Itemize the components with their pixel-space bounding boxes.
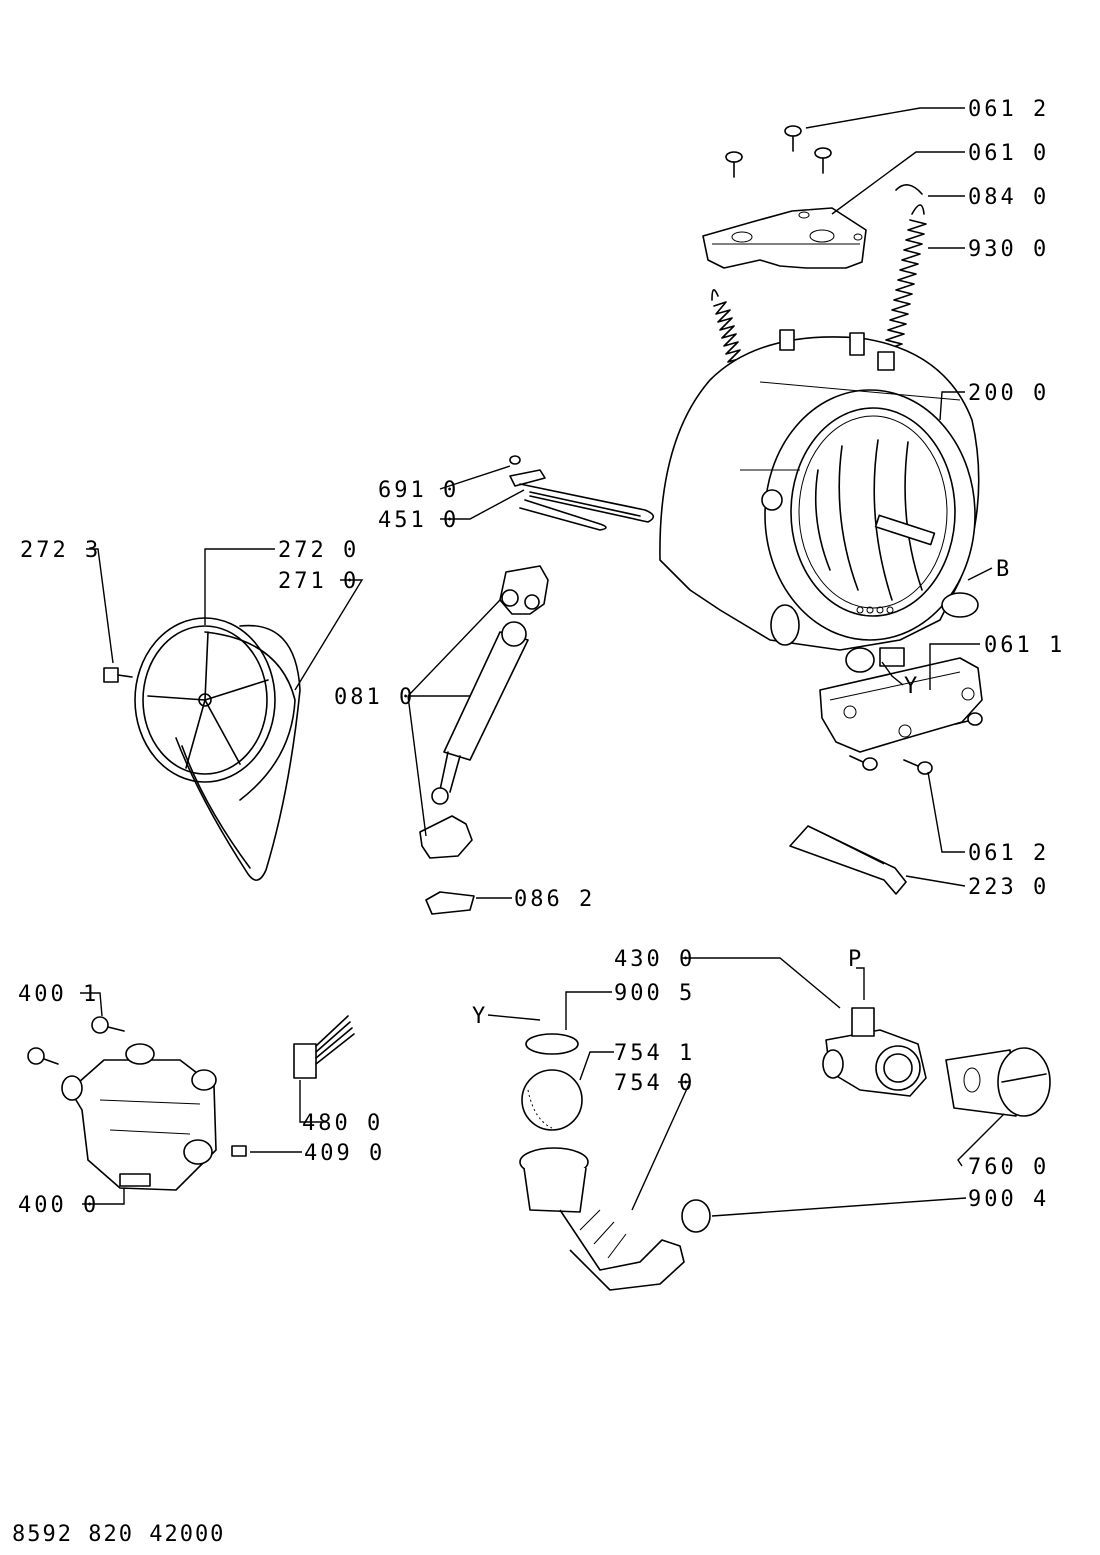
heater-element — [509, 455, 655, 531]
screw-front-2 — [849, 755, 878, 771]
label-0612-bottom: 061 2 — [968, 841, 1049, 866]
spring-right — [881, 204, 927, 361]
label-7600: 760 0 — [968, 1155, 1049, 1180]
screw-top-3 — [814, 147, 832, 174]
label-4001: 400 1 — [18, 982, 99, 1007]
screw-top-2 — [725, 151, 743, 178]
screw-top-1 — [784, 125, 802, 152]
counterweight-top — [702, 207, 867, 269]
sump-hose — [519, 1147, 685, 1291]
label-9005: 900 5 — [614, 981, 695, 1006]
label-2230: 223 0 — [968, 875, 1049, 900]
counterweight-front — [819, 657, 983, 753]
drain-pump — [822, 1007, 927, 1097]
label-0840: 084 0 — [968, 185, 1049, 210]
hook-part — [895, 184, 923, 195]
leader-lines — [80, 107, 1005, 1217]
pulley-bolt — [103, 667, 133, 683]
motor-bolt-1 — [91, 1016, 125, 1034]
drive-belt — [175, 624, 301, 881]
shock-absorber — [419, 565, 549, 915]
label-6910: 691 0 — [378, 478, 459, 503]
label-Y-seal: Y — [472, 1004, 488, 1029]
label-4300: 430 0 — [614, 947, 695, 972]
label-0610: 061 0 — [968, 141, 1049, 166]
hose-clamp — [681, 1199, 711, 1233]
label-0612-top: 061 2 — [968, 97, 1049, 122]
tub-assembly — [659, 329, 980, 673]
label-0862: 086 2 — [514, 887, 595, 912]
label-B: B — [996, 557, 1012, 582]
label-2723: 272 3 — [20, 538, 101, 563]
motor-brush — [231, 1145, 247, 1157]
label-Y-tub: Y — [904, 674, 920, 699]
label-P: P — [848, 947, 864, 972]
label-7541: 754 1 — [614, 1041, 695, 1066]
connector — [293, 1015, 355, 1079]
pump-filter — [945, 1047, 1051, 1117]
motor-bolt-2 — [27, 1047, 59, 1065]
label-0611: 061 1 — [984, 633, 1065, 658]
o-ring — [525, 1033, 579, 1055]
label-4510: 451 0 — [378, 508, 459, 533]
screw-front-1 — [955, 712, 983, 726]
label-7540: 754 0 — [614, 1071, 695, 1096]
label-4000: 400 0 — [18, 1193, 99, 1218]
drum-lifter — [789, 825, 907, 895]
label-9300: 930 0 — [968, 237, 1049, 262]
label-2000: 200 0 — [968, 381, 1049, 406]
label-4800: 480 0 — [302, 1111, 383, 1136]
label-4090: 409 0 — [304, 1141, 385, 1166]
pulley-assembly — [134, 617, 301, 881]
motor — [61, 1043, 217, 1191]
label-9004: 900 4 — [968, 1187, 1049, 1212]
label-2710: 271 0 — [278, 569, 359, 594]
screw-front-3 — [903, 759, 933, 775]
label-2720: 272 0 — [278, 538, 359, 563]
document-number: 8592 820 42000 — [12, 1522, 225, 1547]
label-0810: 081 0 — [334, 685, 415, 710]
tub-holes — [856, 606, 894, 614]
filter-ball — [521, 1069, 583, 1131]
